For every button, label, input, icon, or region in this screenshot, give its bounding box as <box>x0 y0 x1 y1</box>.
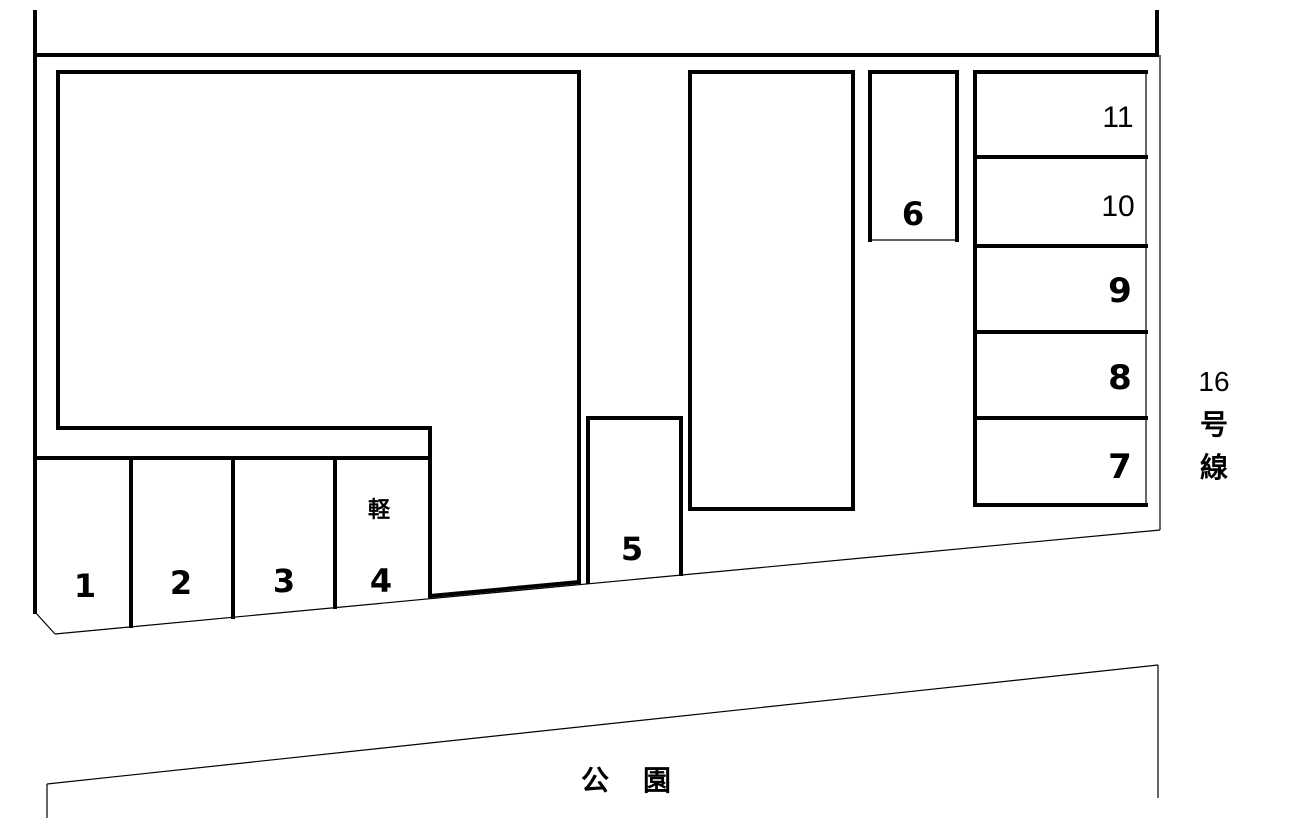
space-label-5: 5 <box>621 530 643 568</box>
stack-outline <box>973 70 1148 507</box>
space-label-2: 2 <box>170 564 192 602</box>
space-5-outline <box>586 416 683 584</box>
space-label-6: 6 <box>902 195 924 233</box>
road-number: 16 <box>1198 366 1229 397</box>
space-label-7: 7 <box>1108 447 1132 487</box>
space-label-11: 11 <box>1102 101 1133 134</box>
road-char-gou: 号 <box>1200 408 1228 441</box>
property-boundary <box>33 10 1161 635</box>
main-building <box>56 70 581 599</box>
space-labels: 1 2 3 4 軽 5 6 7 8 9 10 11 <box>74 101 1135 605</box>
right-stack-spaces <box>973 70 1148 507</box>
space-label-1: 1 <box>74 567 96 605</box>
space-6-outline <box>868 70 959 242</box>
park-label: 公 園 <box>581 764 671 797</box>
road-char-sen: 線 <box>1200 451 1228 484</box>
road-label: 16 号 線 <box>1198 366 1229 484</box>
space-label-8: 8 <box>1108 358 1132 398</box>
space-label-9: 9 <box>1108 271 1132 311</box>
front-row-spaces <box>33 456 432 628</box>
park-char-kou: 公 <box>581 764 609 797</box>
space-label-4: 4 <box>370 562 392 600</box>
boundary-front-road-edge <box>54 529 1161 635</box>
park-char-en: 園 <box>643 764 671 797</box>
boundary-corner <box>34 611 56 635</box>
space-label-10: 10 <box>1101 190 1134 223</box>
middle-building <box>688 70 855 511</box>
space-note-kei: 軽 <box>368 497 391 523</box>
park-area <box>46 664 1159 818</box>
park-top-edge <box>46 664 1159 785</box>
space-label-3: 3 <box>273 562 295 600</box>
